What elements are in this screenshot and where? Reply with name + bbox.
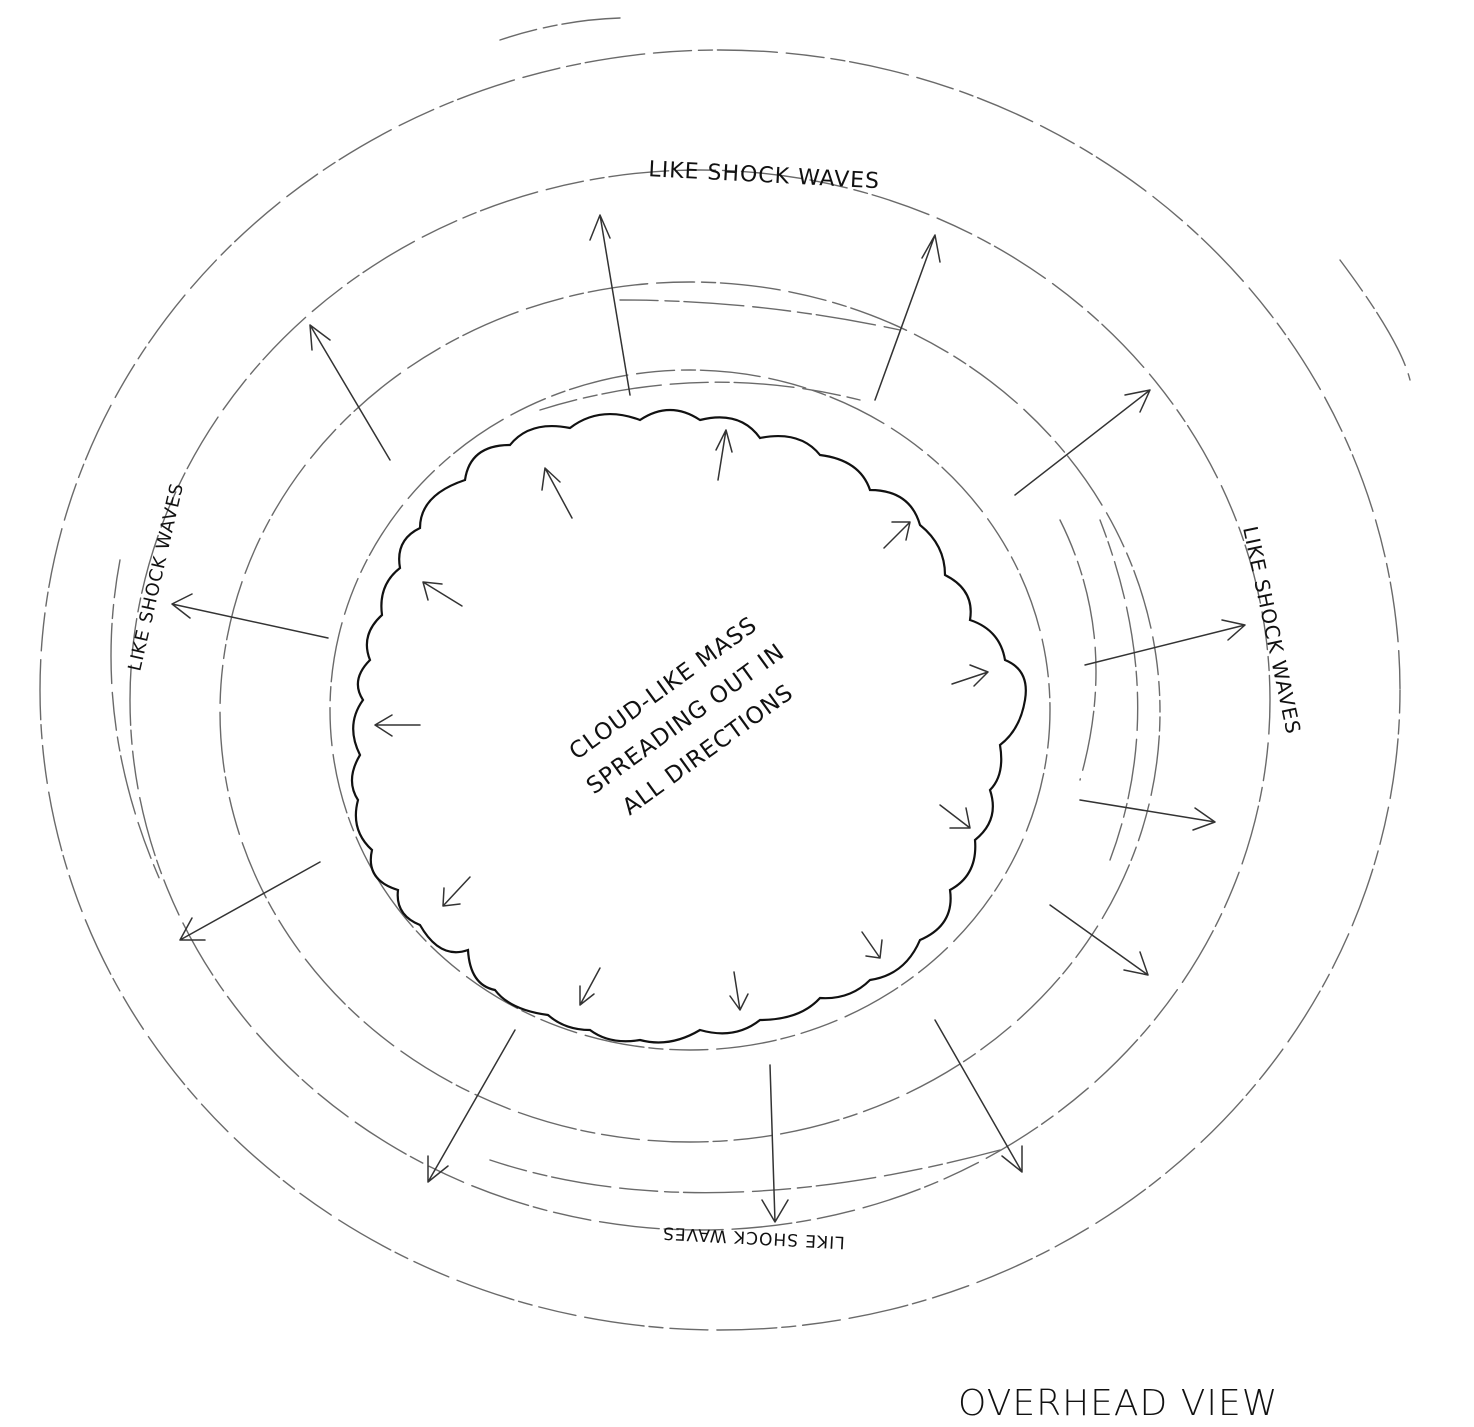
outer-arrow-right-upper <box>1015 390 1150 495</box>
shock-ring-fragment <box>490 1150 1000 1193</box>
outer-arrow-right <box>1085 620 1245 665</box>
caption-overhead-view: OVERHEAD VIEW <box>958 1383 1278 1424</box>
label-top: LIKE SHOCK WAVES <box>648 157 881 194</box>
outer-arrow-lower-right <box>1050 905 1148 975</box>
outer-arrow-bottom-right <box>935 1020 1022 1172</box>
shock-ring-fragment <box>540 382 860 410</box>
shock-ring-fragment <box>1340 260 1410 380</box>
outer-arrow-lower-left <box>180 862 320 940</box>
shock-ring-fragment <box>620 300 900 330</box>
shock-ring-fragment <box>1060 520 1096 780</box>
outer-arrow-top-left <box>310 325 390 460</box>
label-bottom: LIKE SHOCK WAVES <box>662 1222 846 1252</box>
outer-arrow-right-lower <box>1080 800 1215 830</box>
outer-arrow-bottom <box>762 1065 788 1222</box>
label-left: LIKE SHOCK WAVES <box>124 481 188 673</box>
outer-arrow-top-right <box>875 235 940 400</box>
label-right: LIKE SHOCK WAVES <box>1238 524 1306 737</box>
shock-ring-fragment <box>500 18 620 40</box>
outer-arrow-top <box>590 215 630 395</box>
outer-arrow-left <box>172 594 328 638</box>
